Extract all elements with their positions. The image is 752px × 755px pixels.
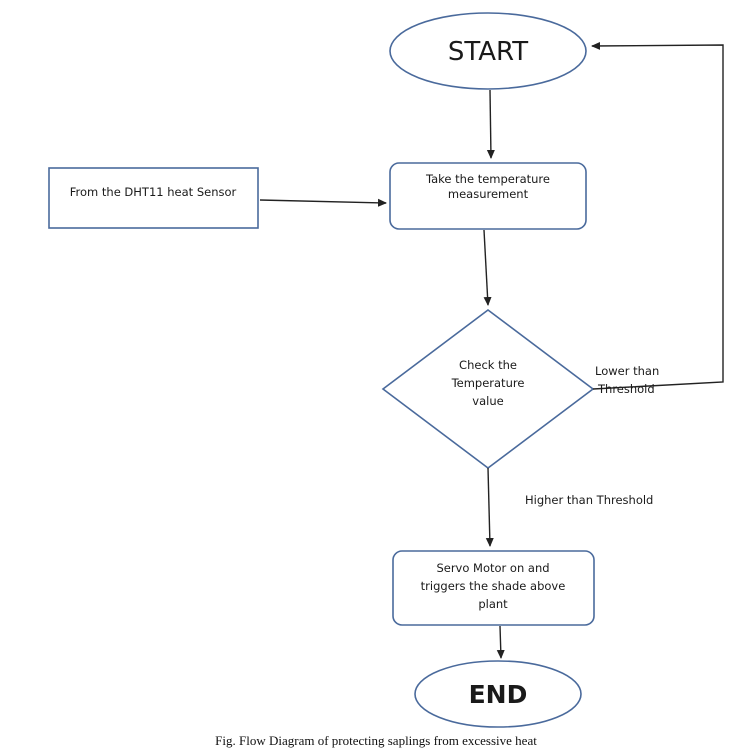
- sensor-node: From the DHT11 heat Sensor: [48, 167, 259, 229]
- edge-sensor-to-measure: [259, 198, 387, 207]
- servo-label-line3: plant: [478, 597, 508, 611]
- servo-label-line1: Servo Motor on and: [436, 561, 549, 575]
- edge-label-higher: Higher than Threshold: [525, 493, 653, 507]
- end-label: END: [469, 680, 528, 709]
- check-label-line2: Temperature: [451, 376, 525, 390]
- check-node: Check the Temperature value: [381, 308, 595, 470]
- edge-check-loop-to-start: [591, 41, 724, 390]
- edge-label-lower-line1: Lower than: [595, 364, 659, 378]
- servo-label-line2: triggers the shade above: [421, 579, 566, 593]
- edge-servo-to-end: [496, 625, 505, 659]
- end-node: END: [414, 660, 582, 728]
- edge-start-to-measure: [486, 89, 495, 159]
- sensor-label: From the DHT11 heat Sensor: [70, 185, 237, 199]
- check-label-line3: value: [472, 394, 503, 408]
- start-node: START: [389, 12, 587, 90]
- servo-node: Servo Motor on and triggers the shade ab…: [392, 550, 595, 626]
- measure-label-line2: measurement: [448, 187, 529, 201]
- measure-label-line1: Take the temperature: [425, 172, 550, 186]
- edge-check-to-servo: [485, 467, 494, 547]
- edge-measure-to-check: [483, 229, 492, 306]
- check-label-line1: Check the: [459, 358, 517, 372]
- edge-label-lower-line2: Threshold: [597, 382, 655, 396]
- start-label: START: [448, 37, 528, 67]
- figure-caption: Fig. Flow Diagram of protecting saplings…: [215, 733, 537, 748]
- measure-node: Take the temperature measurement: [389, 162, 587, 230]
